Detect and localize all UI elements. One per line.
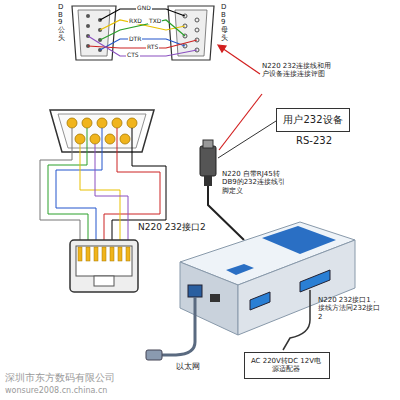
signal-name: GND xyxy=(136,4,152,11)
db9-male-connector xyxy=(72,6,116,60)
db9-plug xyxy=(200,140,216,186)
box-title: 用户232设备 xyxy=(282,114,344,126)
annotation: 以太网 xyxy=(176,362,200,372)
rs232-cable xyxy=(218,121,276,158)
annotation: N220 232接口1，接线方法同232接口2 xyxy=(318,296,384,321)
port-label: RS-232 xyxy=(283,135,345,147)
rj45-jack xyxy=(70,240,138,292)
adapter-box: AC 220V转DC 12V电源适配器 xyxy=(244,352,330,379)
db9-female-connector xyxy=(168,6,214,60)
signal-name: TXD xyxy=(148,17,162,24)
db9-wires xyxy=(88,9,197,56)
signal-name: DTR xyxy=(128,35,142,42)
annotation: N220 232接口2 xyxy=(138,222,206,233)
power-cable xyxy=(283,290,310,350)
ethernet-cable xyxy=(146,297,195,360)
signal-name: RXD xyxy=(128,17,143,24)
annotation: wonsure2008.cn.china.cn xyxy=(5,386,107,396)
annotation: 深圳市东方数码有限公司 xyxy=(5,372,115,384)
annotation: N220 自带RJ45转DB9的232连接线引脚定义 xyxy=(222,170,288,195)
serial-server-device xyxy=(180,222,355,335)
signal-name: RTS xyxy=(146,43,159,50)
connector-name: DB9公头 xyxy=(58,4,65,42)
connector-name: DB9母头 xyxy=(221,4,228,42)
signal-name: CTS xyxy=(126,51,140,58)
device-box: 用户232设备RS-232 xyxy=(276,108,350,132)
annotation: N220 232连接线和用户设备连接连接评图 xyxy=(262,62,336,79)
box-title: AC 220V转DC 12V电源适配器 xyxy=(249,357,323,374)
